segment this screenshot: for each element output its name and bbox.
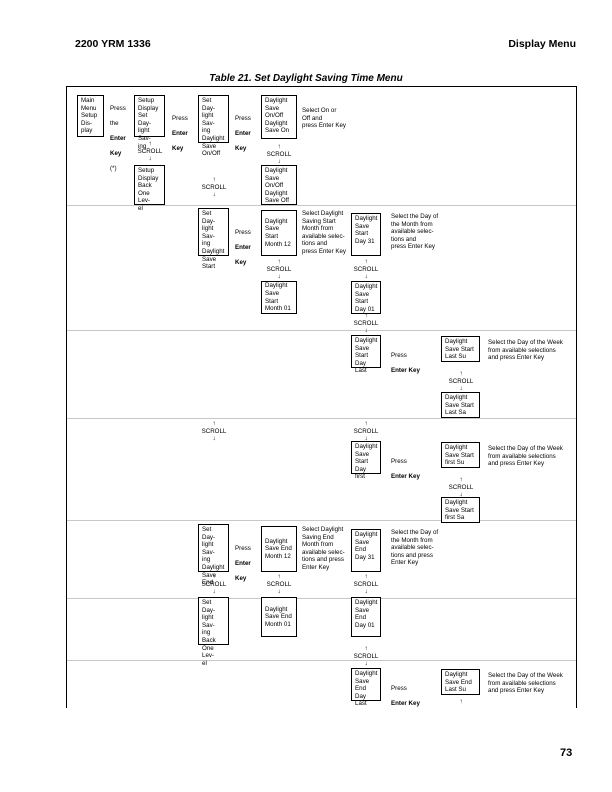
enter-text: Enter (235, 243, 251, 251)
press-enter-key-label: Press Enter Key (235, 537, 251, 583)
press-text: Press (391, 457, 407, 465)
end-day-01-box: Daylight Save End Day 01 (351, 597, 381, 637)
press-enter-key-label: Press Enter Key (391, 450, 420, 480)
scroll-indicator[interactable]: ↑SCROLL↓ (137, 140, 163, 163)
row-divider (67, 205, 576, 206)
select-week-end-last-instruction: Select the Day of the Week from availabl… (488, 672, 563, 695)
end-day-31-box: Daylight Save End Day 31 (351, 529, 381, 572)
press-text: Press (391, 351, 407, 359)
press-enter-key-label: Press Enter Key (235, 107, 251, 153)
scroll-indicator[interactable]: ↑SCROLL↓ (353, 645, 379, 668)
header-right: Display Menu (508, 38, 576, 50)
key-text: Key (235, 144, 247, 152)
set-dst-onoff-box: Set Day- light Sav- ing Daylight Save On… (198, 95, 229, 157)
start-month-01-box: Daylight Save Start Month 01 (261, 281, 297, 314)
press-text: Press (391, 684, 407, 692)
select-week-start-last-instruction: Select the Day of the Week from availabl… (488, 339, 563, 362)
row-divider (67, 418, 576, 419)
scroll-indicator[interactable]: ↑SCROLL↓ (266, 573, 292, 596)
end-day-last-box: Daylight Save End Day Last (351, 668, 381, 707)
enter-text: Enter (235, 129, 251, 137)
enter-key-text: Enter Key (391, 699, 420, 707)
scroll-indicator[interactable]: ↑SCROLL↓ (353, 312, 379, 335)
start-last-sa-box: Daylight Save Start Last Sa (441, 392, 480, 418)
scroll-indicator[interactable]: ↑SCROLL↓ (448, 476, 474, 499)
enter-key-text: Enter Key (391, 366, 420, 374)
set-dst-end-box: Set Day- light Sav- ing Daylight Save En… (198, 524, 229, 586)
start-last-su-box: Daylight Save Start Last Su (441, 336, 480, 362)
scroll-indicator[interactable]: ↑SCROLL↓ (448, 370, 474, 393)
key-text: Key (235, 258, 247, 266)
press-text: Press (172, 114, 188, 122)
select-day-end-instruction: Select the Day of the Month from availab… (391, 529, 439, 567)
the-text: the (110, 119, 119, 127)
main-menu-box: Main Menu Setup Dis- play (77, 95, 104, 137)
key-text: Key (110, 150, 122, 158)
press-the-enter-key-label: Press the Enter Key (*) (110, 97, 126, 173)
enter-text: Enter (110, 134, 126, 142)
start-first-su-box: Daylight Save Start first Su (441, 442, 480, 468)
key-text: Key (235, 574, 247, 582)
dst-save-on-box: Daylight Save On/Off Daylight Save On (261, 95, 297, 139)
start-day-01-box: Daylight Save Start Day 01 (351, 281, 381, 314)
press-enter-key-label: Press Enter Key (391, 677, 420, 707)
start-day-first-box: Daylight Save Start Day first (351, 441, 381, 480)
press-text: Press (235, 544, 251, 552)
asterisk-text: (*) (110, 165, 117, 173)
press-text: Press (235, 228, 251, 236)
press-enter-key-label: Press Enter Key (172, 107, 188, 153)
setup-back-box: Setup Display Back One Lev- el (134, 165, 165, 212)
dst-save-off-box: Daylight Save On/Off Daylight Save Off (261, 165, 297, 205)
setup-display-box: Setup Display Set Day- light Sav- ing (134, 95, 165, 150)
table-title: Table 21. Set Daylight Saving Time Menu (209, 73, 403, 84)
scroll-indicator[interactable]: ↑SCROLL↓ (353, 573, 379, 596)
key-text: Key (172, 144, 184, 152)
row-divider (67, 660, 576, 661)
row-divider (67, 520, 576, 521)
end-month-12-box: Daylight Save End Month 12 (261, 526, 297, 572)
enter-text: Enter (235, 559, 251, 567)
start-day-last-box: Daylight Save Start Day Last (351, 335, 381, 374)
select-start-month-instruction: Select Daylight Saving Start Month from … (302, 210, 347, 255)
scroll-indicator[interactable]: ↑SCROLL↓ (266, 258, 292, 281)
press-enter-key-label: Press Enter Key (391, 344, 420, 374)
start-first-sa-box: Daylight Save Start first Sa (441, 497, 480, 523)
row-divider (67, 598, 576, 599)
start-day-31-box: Daylight Save Start Day 31 (351, 213, 381, 256)
scroll-indicator[interactable]: ↑SCROLL↓ (201, 573, 227, 596)
scroll-indicator[interactable]: ↑SCROLL↓ (201, 176, 227, 199)
table-frame (66, 86, 577, 708)
end-month-01-box: Daylight Save End Month 01 (261, 597, 297, 637)
set-dst-back-box: Set Day- light Sav- ing Back One Lev- el (198, 597, 229, 667)
set-dst-start-box: Set Day- light Sav- ing Daylight Save St… (198, 208, 229, 270)
page-number: 73 (560, 747, 573, 759)
header-left: 2200 YRM 1336 (75, 38, 151, 50)
press-text: Press (110, 104, 126, 112)
start-month-12-box: Daylight Save Start Month 12 (261, 210, 297, 256)
end-last-su-box: Daylight Save End Last Su (441, 669, 480, 695)
scroll-indicator[interactable]: ↑SCROLL↓ (201, 420, 227, 443)
scroll-indicator[interactable]: ↑SCROLL↓ (266, 143, 292, 166)
scroll-indicator[interactable]: ↑SCROLL↓ (353, 420, 379, 443)
press-text: Press (235, 114, 251, 122)
scroll-indicator[interactable]: ↑SCROLL↓ (353, 258, 379, 281)
select-day-start-instruction: Select the Day of the Month from availab… (391, 213, 439, 251)
select-week-start-first-instruction: Select the Day of the Week from availabl… (488, 445, 563, 468)
enter-text: Enter (172, 129, 188, 137)
select-end-month-instruction: Select Daylight Saving End Month from av… (302, 526, 345, 571)
press-enter-key-label: Press Enter Key (235, 221, 251, 267)
select-on-off-instruction: Select On or Off and press Enter Key (302, 107, 347, 130)
scroll-up-arrow: ↑ (459, 698, 463, 705)
row-divider (67, 330, 576, 331)
enter-key-text: Enter Key (391, 472, 420, 480)
